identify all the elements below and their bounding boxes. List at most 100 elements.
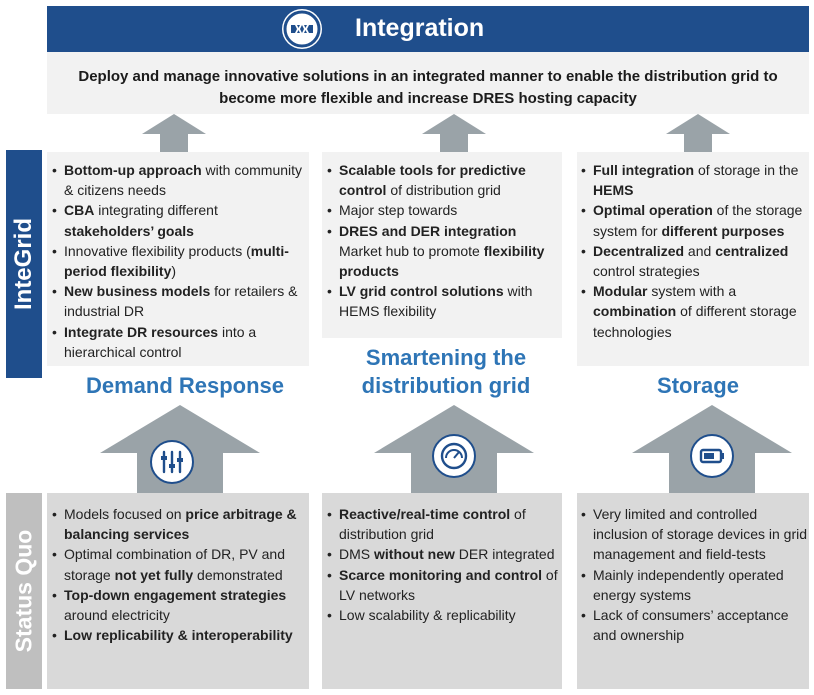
list-item: Scarce monitoring and control of LV netw… <box>327 565 559 605</box>
text: of different storage technologies <box>593 303 797 340</box>
sidebar-status-quo-label: Status Quo <box>10 529 37 653</box>
bold-text: different purposes <box>661 222 785 239</box>
bold-text: flexibility products <box>339 242 545 280</box>
storage-status-list: Very limited and controlled inclusion of… <box>581 504 807 645</box>
text: Market hub to promote <box>339 242 484 259</box>
bold-text: Scarce monitoring and control <box>339 566 543 583</box>
text: Lack of consumers’ acceptance and owners… <box>593 607 789 644</box>
bold-text: price arbitrage & balancing services <box>64 506 297 543</box>
up-arrow-small-2 <box>422 114 486 152</box>
smartening-integrid-list: Scalable tools for predictive control of… <box>327 160 559 322</box>
text: of the storage system for <box>593 202 803 239</box>
up-arrow-small-1 <box>142 114 206 152</box>
grid-link-icon <box>282 9 322 49</box>
text: Major step towards <box>339 202 458 219</box>
bold-text: Bottom-up approach <box>64 162 202 178</box>
text: control strategies <box>593 263 700 280</box>
text: into a hierarchical control <box>64 323 257 360</box>
up-arrow-small-3 <box>666 114 730 152</box>
text: Mainly independently operated energy sys… <box>593 566 784 603</box>
bold-text: stakeholders’ goals <box>64 222 194 239</box>
list-item: Low replicability & interoperability <box>52 625 306 645</box>
list-item: Full integration of storage in the HEMS <box>581 160 807 200</box>
sidebar-integrid-label: InteGrid <box>10 217 37 311</box>
text: Very limited and controlled inclusion of… <box>593 506 808 563</box>
text: of distribution grid <box>386 182 501 199</box>
banner-subtitle: Deploy and manage innovative solutions i… <box>78 68 778 107</box>
bold-text: Decentralized <box>593 242 685 259</box>
bold-text: LV grid control solutions <box>339 283 504 300</box>
list-item: Bottom-up approach with community & citi… <box>52 160 306 200</box>
text: and <box>684 242 716 259</box>
banner-title: Integration <box>355 14 485 42</box>
list-item: Lack of consumers’ acceptance and owners… <box>581 605 807 645</box>
text: Models focused on <box>64 506 186 522</box>
list-item: Models focused on price arbitrage & bala… <box>52 504 306 544</box>
bold-text: without new <box>374 546 455 563</box>
bold-text: Reactive/real-time control <box>339 506 511 522</box>
bold-text: Full integration <box>593 162 695 178</box>
bold-text: centralized <box>715 242 789 259</box>
list-item: Optimal operation of the storage system … <box>581 200 807 240</box>
demand-response-title: Demand Response <box>85 373 285 398</box>
bold-text: not yet fully <box>114 566 194 583</box>
text: with community & citizens needs <box>64 162 303 199</box>
storage-integrid-list: Full integration of storage in the HEMSO… <box>581 160 807 342</box>
bold-text: Optimal operation <box>593 202 713 219</box>
text: DMS <box>339 546 374 563</box>
text: integrating different <box>94 202 218 219</box>
gauge-icon <box>432 434 476 478</box>
list-item: Low scalability & replicability <box>327 605 559 625</box>
text: of storage in the <box>694 162 799 178</box>
bold-text: Modular <box>593 283 648 300</box>
text: system with a <box>647 283 737 300</box>
text: ) <box>171 263 177 280</box>
sliders-icon <box>150 440 194 484</box>
text: Optimal combination of DR, PV and storag… <box>64 546 285 583</box>
text: Innovative flexibility products ( <box>64 242 251 259</box>
bold-text: Integrate DR resources <box>64 323 219 340</box>
list-item: Mainly independently operated energy sys… <box>581 565 807 605</box>
bold-text: Scalable tools for predictive control <box>339 162 526 199</box>
list-item: Very limited and controlled inclusion of… <box>581 504 807 565</box>
text: of distribution grid <box>339 506 526 543</box>
list-item: Decentralized and centralized control st… <box>581 241 807 281</box>
bold-text: combination <box>593 303 677 320</box>
bold-text: multi-period flexibility <box>64 242 289 280</box>
list-item: Major step towards <box>327 200 559 220</box>
list-item: Modular system with a combination of dif… <box>581 281 807 342</box>
list-item: Reactive/real-time control of distributi… <box>327 504 559 544</box>
demand-response-status-list: Models focused on price arbitrage & bala… <box>52 504 306 646</box>
list-item: CBA integrating different stakeholders’ … <box>52 200 306 240</box>
text: around electricity <box>64 607 170 624</box>
list-item: Integrate DR resources into a hierarchic… <box>52 322 306 362</box>
storage-title: Storage <box>657 373 739 398</box>
bold-text: New business models <box>64 283 211 300</box>
text: Low scalability & replicability <box>339 607 516 624</box>
list-item: Innovative flexibility products (multi-p… <box>52 241 306 281</box>
bold-text: CBA <box>64 202 95 219</box>
bold-text: HEMS <box>593 182 634 199</box>
sidebar-status-quo: Status Quo <box>6 493 42 689</box>
demand-response-integrid-list: Bottom-up approach with community & citi… <box>52 160 306 362</box>
sidebar-integrid: InteGrid <box>6 150 42 378</box>
list-item: Scalable tools for predictive control of… <box>327 160 559 200</box>
list-item: DMS without new DER integrated <box>327 544 559 564</box>
text: DER integrated <box>454 546 555 563</box>
bold-text: Top-down engagement strategies <box>64 586 287 603</box>
text: for retailers & industrial DR <box>64 283 298 320</box>
list-item: New business models for retailers & indu… <box>52 281 306 321</box>
smartening-title: Smartening the distribution grid <box>361 345 531 398</box>
up-arrow-smartening <box>374 405 534 493</box>
integration-banner <box>47 6 809 52</box>
bold-text: Low replicability & interoperability <box>64 627 293 644</box>
text: with HEMS flexibility <box>339 283 533 320</box>
subtitle-box <box>47 52 809 114</box>
list-item: DRES and DER integration Market hub to p… <box>327 221 559 282</box>
list-item: Top-down engagement strategies around el… <box>52 585 306 625</box>
battery-icon <box>690 434 734 478</box>
text: demonstrated <box>193 566 283 583</box>
smartening-status-list: Reactive/real-time control of distributi… <box>327 504 559 625</box>
list-item: Optimal combination of DR, PV and storag… <box>52 544 306 584</box>
bold-text: DRES and DER integration <box>339 222 517 239</box>
